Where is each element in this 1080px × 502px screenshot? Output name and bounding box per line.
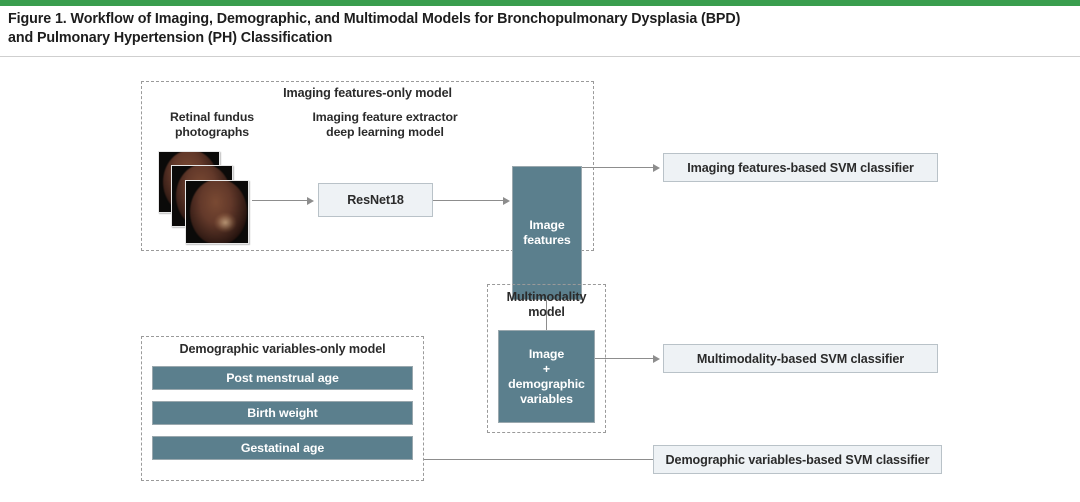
fundus-photo-icon — [185, 180, 249, 244]
demographic-variable-birth-weight[interactable]: Birth weight — [152, 401, 413, 425]
image-features-box-line-2: features — [523, 233, 571, 247]
multimodality-svm-classifier-box[interactable]: Multimodality-based SVM classifier — [663, 344, 938, 373]
demographic-variables-svm-classifier-box[interactable]: Demographic variables-based SVM classifi… — [653, 445, 942, 474]
demographic-variables-only-group — [141, 336, 424, 481]
connector-photos-to-resnet — [252, 200, 309, 201]
retinal-fundus-label: Retinal fundus photographs — [152, 110, 272, 140]
retinal-fundus-photograph-stack — [158, 151, 268, 247]
imaging-features-svm-classifier-box[interactable]: Imaging features-based SVM classifier — [663, 153, 938, 182]
caption-divider — [0, 56, 1080, 57]
imaging-feature-extractor-label-line-2: deep learning model — [326, 125, 444, 139]
arrow-photos-to-resnet — [307, 196, 314, 205]
figure-caption: Figure 1. Workflow of Imaging, Demograph… — [8, 10, 908, 48]
connector-image-features-to-imaging-classifier — [582, 167, 655, 168]
demographic-group-title: Demographic variables-only model — [179, 342, 386, 356]
multimodality-box-line-3: demographic — [508, 376, 585, 391]
demographic-variable-gestatinal-age[interactable]: Gestatinal age — [152, 436, 413, 460]
resnet18-box[interactable]: ResNet18 — [318, 183, 433, 217]
arrow-to-multimodality-classifier — [653, 354, 660, 363]
image-plus-demographic-box[interactable]: Image + demographic variables — [498, 330, 595, 423]
connector-image-features-to-multimodality — [546, 300, 547, 339]
connector-multimodality-to-classifier — [595, 358, 655, 359]
image-features-box[interactable]: Image features — [512, 166, 582, 300]
multimodality-group-title-line-1: Multimodality — [506, 290, 587, 304]
imaging-features-only-group — [141, 81, 594, 251]
multimodality-group-title: Multimodality model — [487, 290, 606, 320]
top-accent-bar — [0, 0, 1080, 6]
connector-demographic-to-classifier — [424, 459, 655, 460]
retinal-fundus-label-line-2: photographs — [174, 125, 250, 139]
figure-caption-line-1: Figure 1. Workflow of Imaging, Demograph… — [8, 11, 741, 27]
imaging-feature-extractor-label-line-1: Imaging feature extractor — [312, 110, 458, 124]
figure-canvas: Imaging features-only model Retinal fund… — [0, 58, 1080, 502]
imaging-group-title: Imaging features-only model — [283, 86, 452, 100]
retinal-fundus-label-line-1: Retinal fundus — [170, 110, 254, 124]
figure-caption-line-2: and Pulmonary Hypertension (PH) Classifi… — [8, 30, 333, 46]
arrow-to-imaging-classifier — [653, 163, 660, 172]
connector-resnet-to-image-features — [433, 200, 505, 201]
imaging-feature-extractor-label: Imaging feature extractor deep learning … — [290, 110, 480, 140]
demographic-variable-post-menstrual-age[interactable]: Post menstrual age — [152, 366, 413, 390]
multimodality-box-line-4: variables — [520, 391, 573, 406]
multimodality-box-line-1: Image — [528, 346, 565, 361]
arrow-resnet-to-image-features — [503, 196, 510, 205]
multimodality-box-line-2: + — [542, 361, 551, 376]
multimodality-group-title-line-2: model — [528, 305, 565, 319]
image-features-box-line-1: Image — [529, 218, 565, 232]
